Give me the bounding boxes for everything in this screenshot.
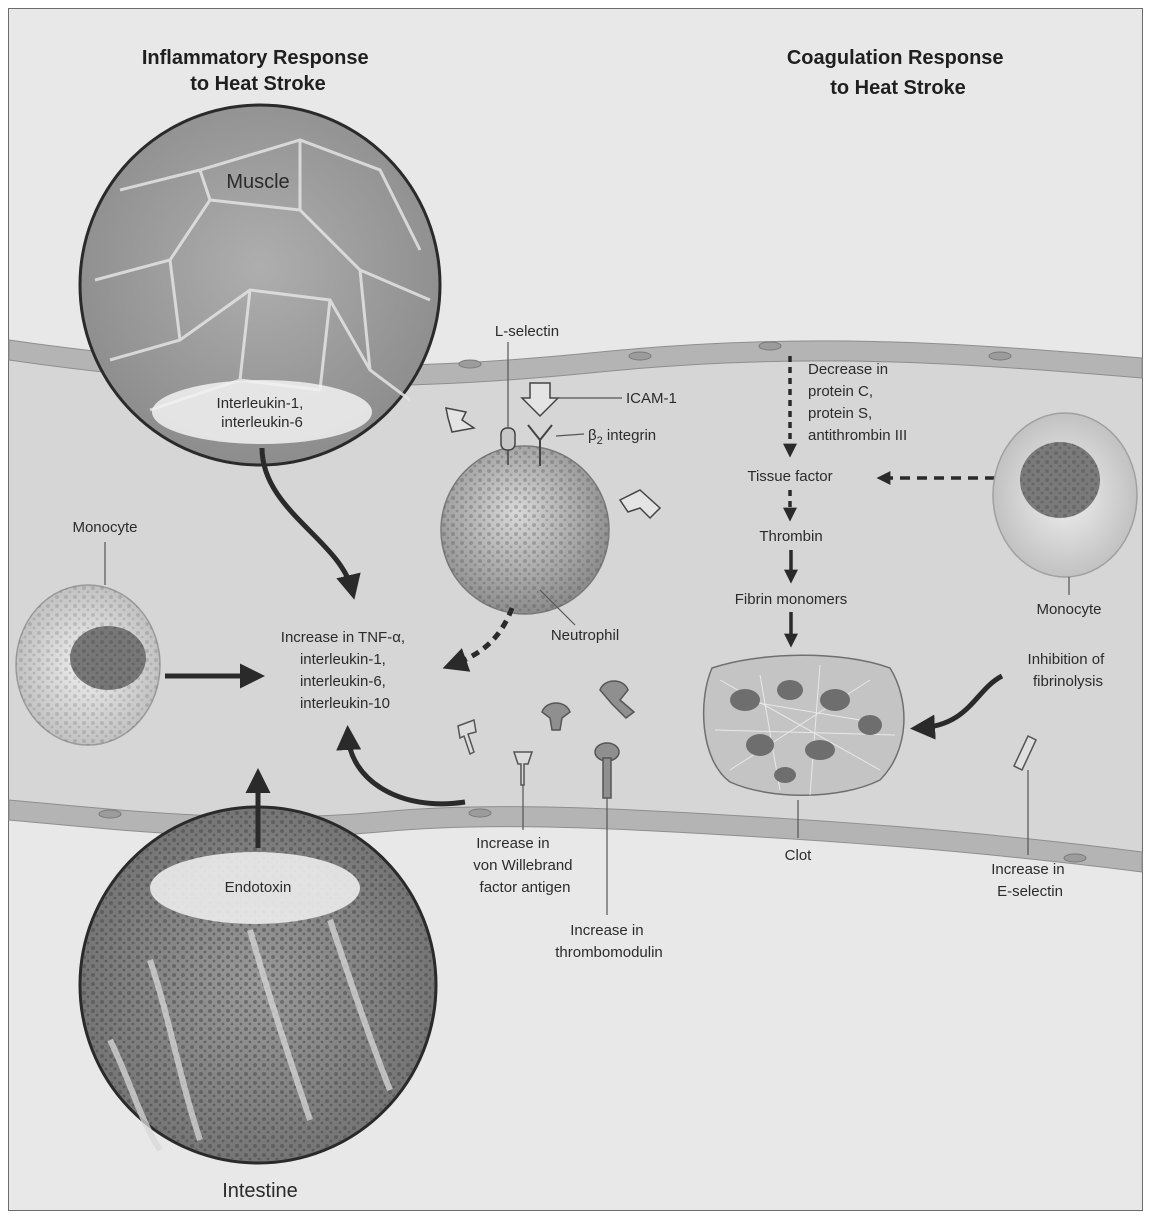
monocyte-right-label: Monocyte <box>1036 601 1101 618</box>
tissue-factor-label: Tissue factor <box>747 468 832 485</box>
endotoxin-label: Endotoxin <box>225 879 292 896</box>
clot <box>704 655 904 795</box>
neutrophil-cell <box>441 446 609 614</box>
fibrin-monomers-label: Fibrin monomers <box>735 591 848 608</box>
l-selectin-label: L-selectin <box>495 323 559 340</box>
neutrophil-label: Neutrophil <box>551 627 619 644</box>
monocyte-left-label: Monocyte <box>72 519 137 536</box>
monocyte-right-cell <box>993 413 1137 577</box>
monocyte-left-cell <box>16 585 160 745</box>
intestine-micrograph: Endotoxin <box>80 807 436 1163</box>
muscle-label: Muscle <box>226 171 289 193</box>
thrombin-label: Thrombin <box>759 528 822 545</box>
intestine-label: Intestine <box>222 1180 298 1202</box>
clot-label: Clot <box>785 847 813 864</box>
icam-label: ICAM-1 <box>626 390 677 407</box>
muscle-micrograph: Muscle Interleukin-1, interleukin-6 <box>80 105 440 465</box>
